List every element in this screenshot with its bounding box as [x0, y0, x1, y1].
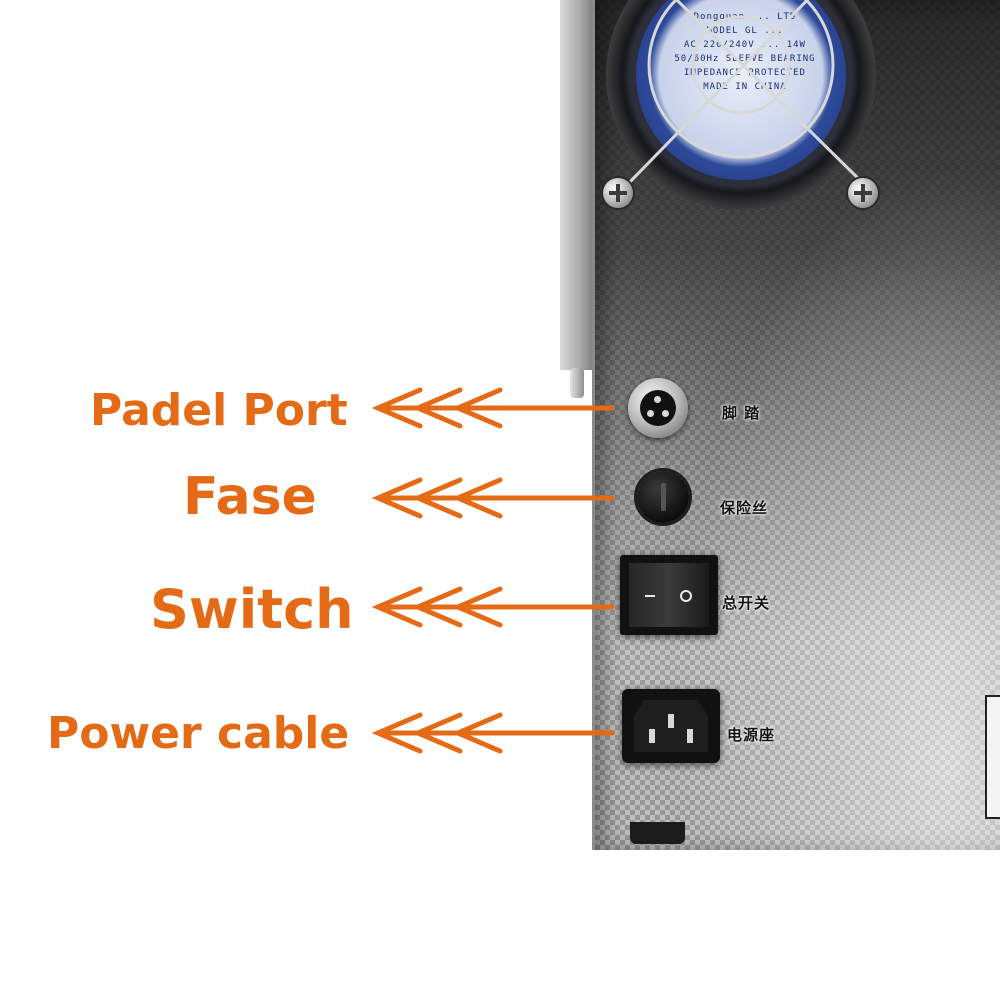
- switch-off-icon: [645, 595, 655, 597]
- fan-screw-left: [603, 178, 633, 208]
- arrow-head: [371, 387, 423, 429]
- callout-power-cable: Power cable: [47, 708, 350, 759]
- arrow-head: [411, 477, 463, 519]
- callout-pedal-port: Padel Port: [90, 385, 348, 436]
- socket-prong: [649, 729, 655, 743]
- rear-label-plate: [985, 695, 1000, 819]
- arrow-head: [371, 586, 423, 628]
- pedal-pin: [662, 410, 669, 417]
- switch-rocker[interactable]: [629, 563, 709, 627]
- fan-line: MODEL GL ...: [706, 26, 784, 36]
- fuse-panel-label: 保险丝: [720, 499, 769, 517]
- fan-screw-right: [848, 178, 878, 208]
- pedal-pin: [654, 396, 661, 403]
- arrow-head: [371, 477, 423, 519]
- fan-grill-icon: [622, 0, 870, 190]
- arrow-head: [451, 387, 503, 429]
- callout-arrows: [371, 387, 615, 754]
- machine-side-rail: [560, 0, 594, 370]
- fan-sticker: [636, 0, 846, 180]
- switch-on-icon: [680, 590, 692, 602]
- fan-line: IMPEDANCE PROTECTED: [684, 68, 806, 78]
- socket-prong: [687, 729, 693, 743]
- arrow-head: [411, 586, 463, 628]
- arrow-head: [451, 477, 503, 519]
- power-socket-panel-label: 电源座: [727, 726, 776, 744]
- fuse-slot: [661, 483, 666, 511]
- switch-panel-label: 总开关: [722, 594, 771, 612]
- callout-fuse: Fase: [183, 467, 317, 527]
- arrow-head: [451, 712, 503, 754]
- arrow-head: [411, 712, 463, 754]
- pedal-pin: [647, 410, 654, 417]
- arrow-head: [451, 586, 503, 628]
- arrow-head: [371, 712, 423, 754]
- fan-line: AC 220/240V ... 14W: [684, 40, 806, 50]
- fan-line: 50/60Hz SLEEVE BEARING: [674, 54, 816, 64]
- callout-switch: Switch: [150, 578, 354, 641]
- pedal-panel-label: 脚 踏: [722, 404, 761, 422]
- socket-prong: [668, 714, 674, 728]
- rubber-foot: [630, 822, 685, 844]
- fan-line: MADE IN CHINA: [703, 82, 787, 92]
- side-knob: [570, 368, 584, 398]
- arrow-head: [411, 387, 463, 429]
